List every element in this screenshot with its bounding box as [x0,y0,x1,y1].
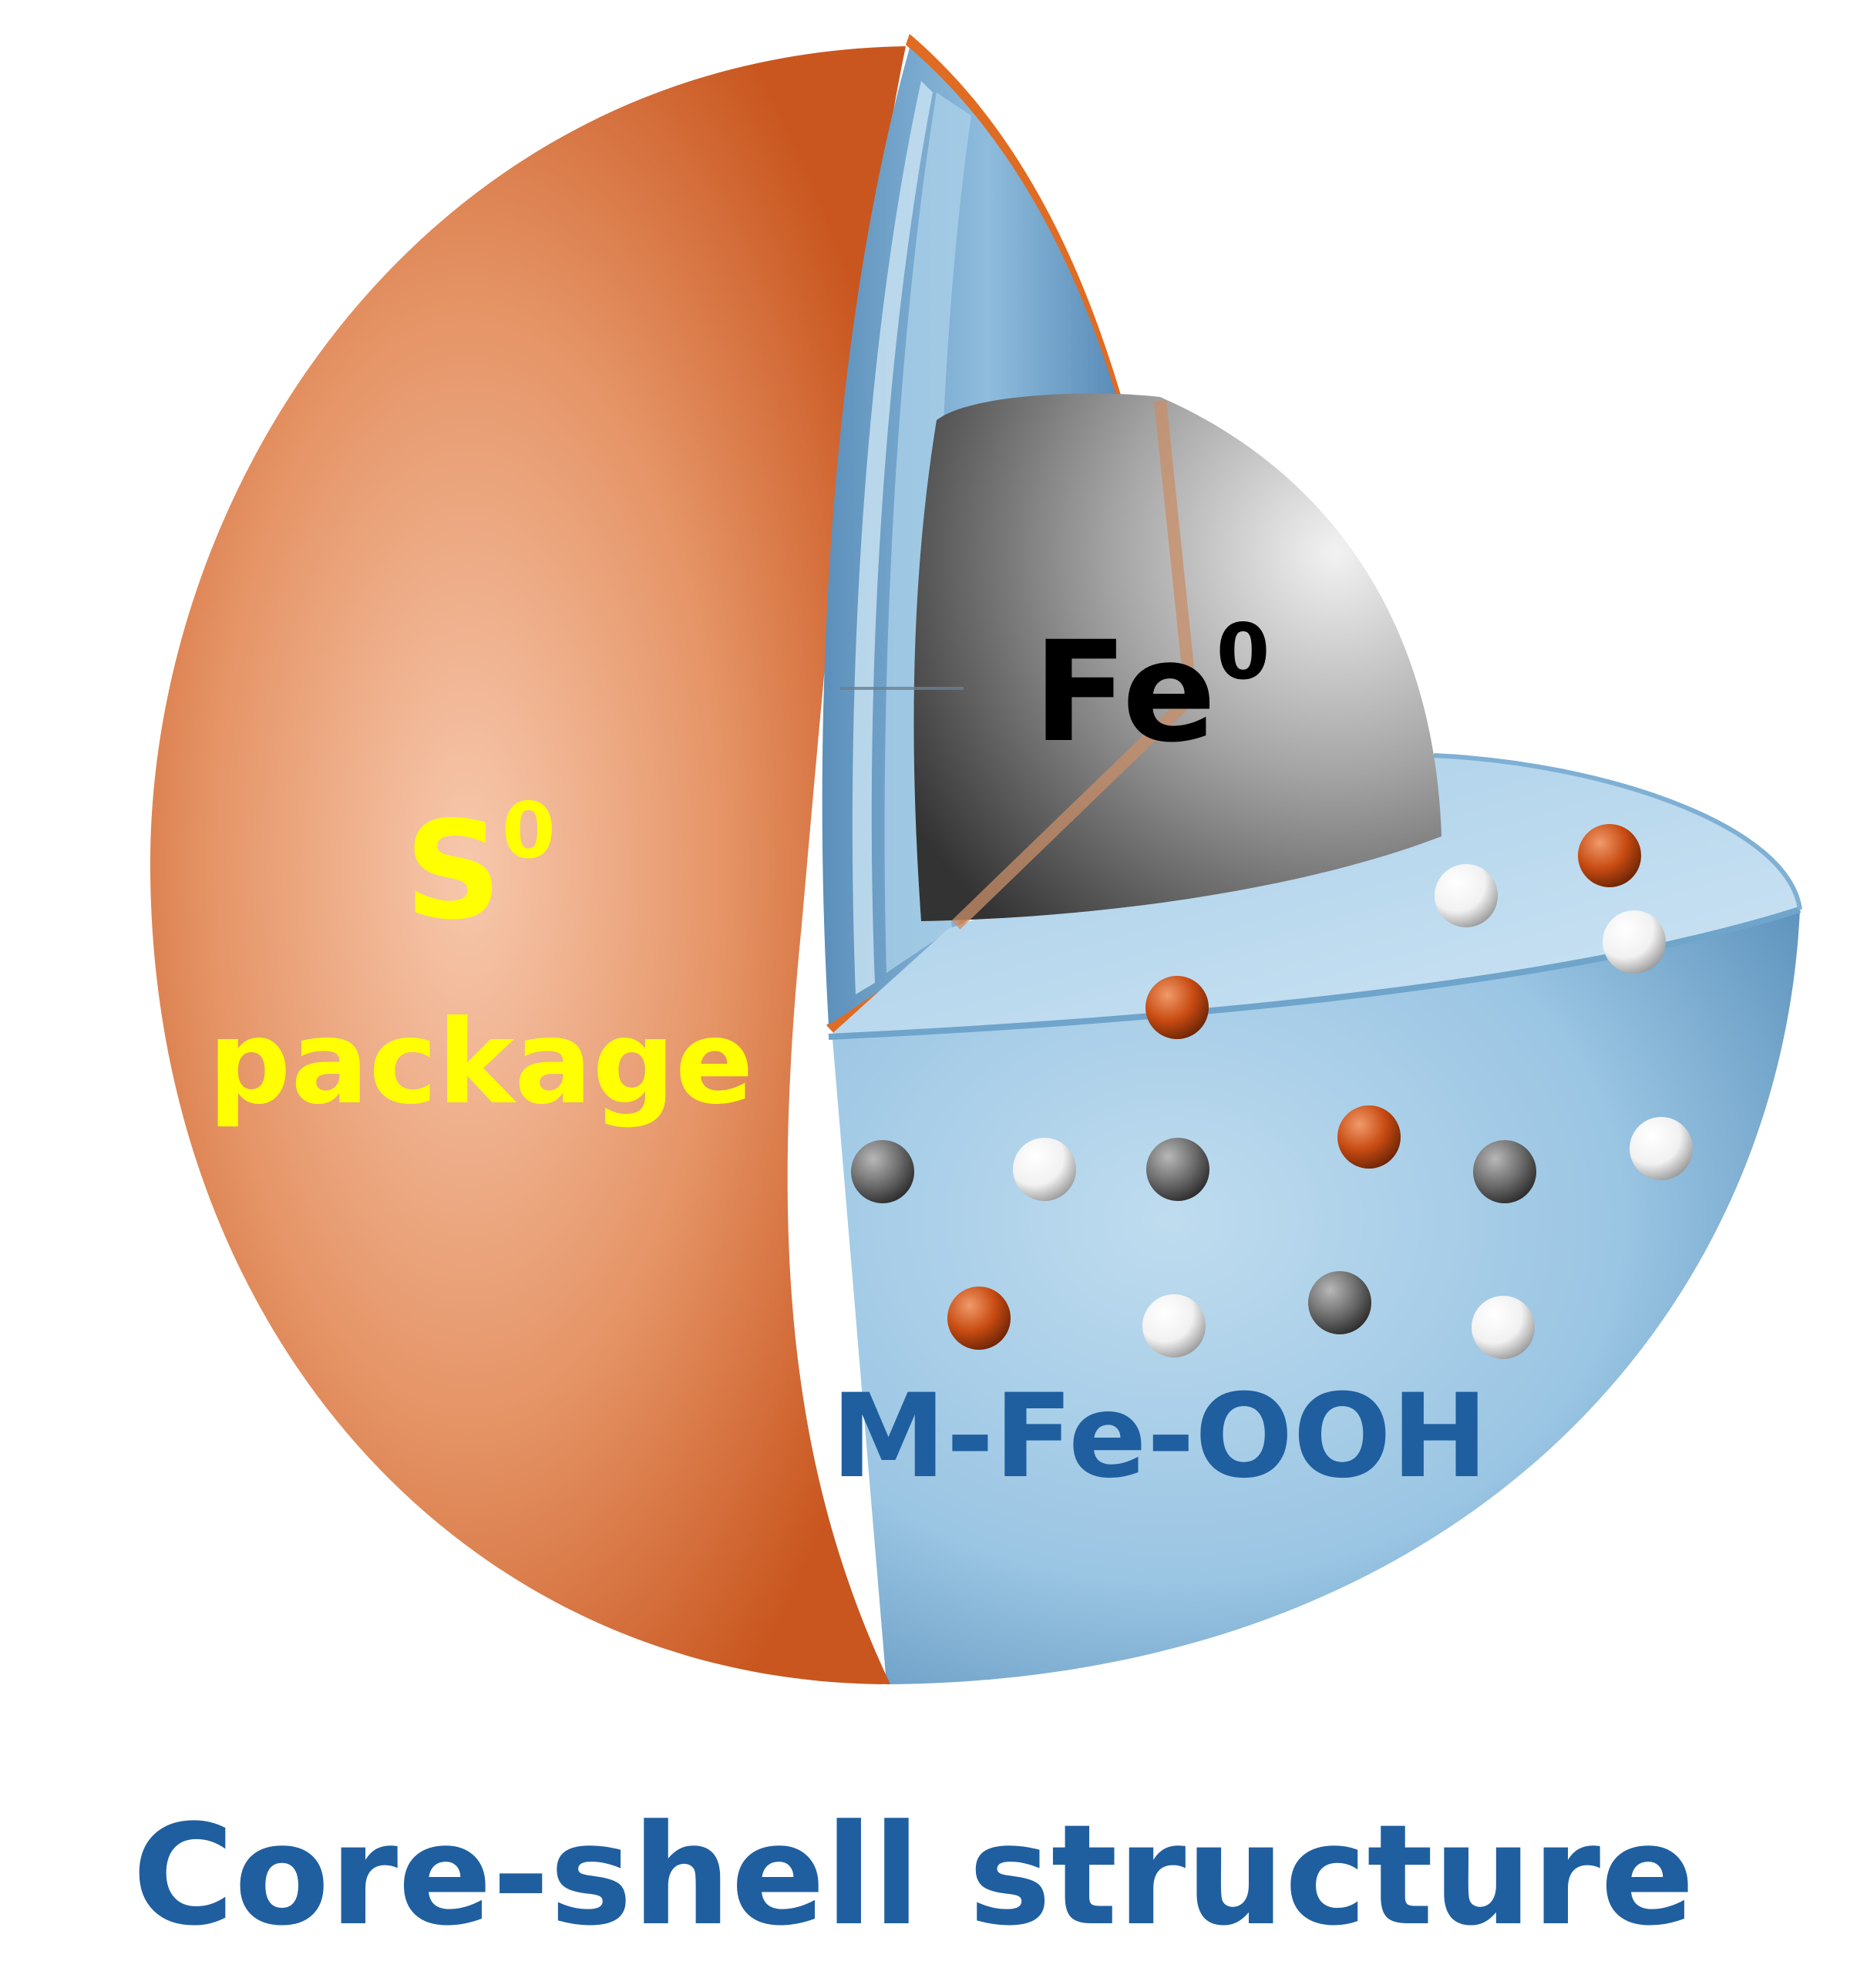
shell-label: S0 [405,785,556,950]
particle-orange [1337,1105,1401,1169]
particle-white [1435,864,1498,927]
core-cut-line-diagonal [951,693,1196,930]
core-label: Fe0 [1033,607,1270,773]
particle-white [1013,1138,1076,1201]
shell-label-package: package [208,996,754,1130]
particle-gray [1146,1138,1209,1201]
particle-orange [1578,824,1641,887]
horizontal-cut-face [829,755,1800,1037]
middle-layer-label: M-Fe-OOH [831,1370,1488,1504]
particle-gray [1308,1271,1371,1334]
caption: Core-shell structure [133,1795,1695,1956]
particle-white [1630,1117,1693,1180]
cut-face-rim [828,907,1801,1040]
core-cut-line-vertical [1154,400,1197,698]
inner-wall-highlight [852,81,933,994]
outer-shell [150,46,906,1684]
core-octant [913,393,1441,921]
core-label-superscript: 0 [1216,607,1270,697]
cut-face-back-rim [1433,753,1802,910]
particle-orange [947,1287,1011,1350]
particle-gray [1473,1140,1536,1203]
particle-white [1472,1296,1535,1359]
particle-gray [851,1140,914,1203]
particle-orange [1145,976,1209,1039]
shell-label-superscript: 0 [502,785,556,876]
particle-white [1142,1294,1206,1357]
particle-white [1603,910,1666,974]
